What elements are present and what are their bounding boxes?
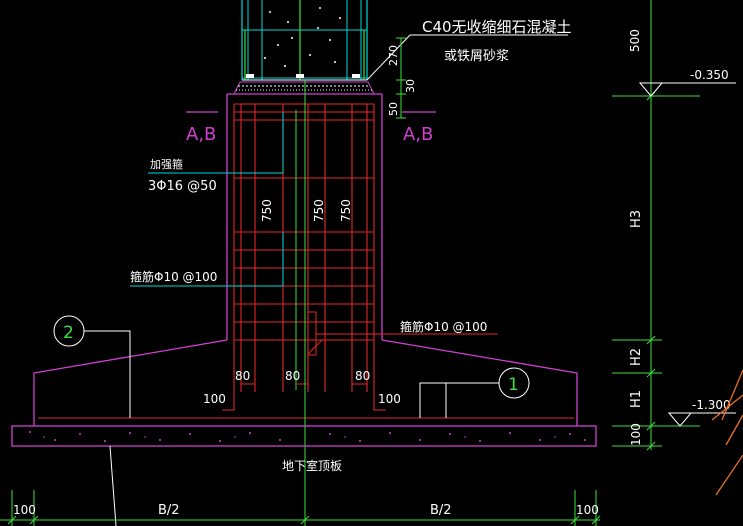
dim-750-b: 750 xyxy=(312,199,326,222)
side-dim-h1: H1 xyxy=(629,390,644,408)
bottom-dim-100-left: 100 xyxy=(13,503,36,517)
dim-80-c: 80 xyxy=(355,369,370,383)
elevation-bottom-label: -1.300 xyxy=(692,398,731,412)
concrete-note-line1: C40无收缩细石混凝土 xyxy=(422,18,572,36)
adjacent-drawing-lines xyxy=(711,369,743,496)
elevation-marker-bottom xyxy=(667,412,736,427)
side-dim-h2: H2 xyxy=(629,348,644,366)
concrete-note-line2: 或铁屑砂浆 xyxy=(444,49,509,64)
bottom-dim-b2-right: B/2 xyxy=(430,503,452,518)
dim-270: 270 xyxy=(387,45,400,66)
elevation-top-label: -0.350 xyxy=(690,68,729,82)
side-dim-500: 500 xyxy=(628,29,642,52)
dim-750-a: 750 xyxy=(260,199,274,222)
bottom-dim-b2-left: B/2 xyxy=(158,503,180,518)
bottom-dim-100-right: 100 xyxy=(576,503,599,517)
dim-50: 50 xyxy=(387,102,400,116)
rebar-cage xyxy=(38,103,574,419)
add-bars-spec: 3Φ16 @50 xyxy=(148,179,217,194)
callout-1-label: 1 xyxy=(508,375,519,395)
dim-30: 30 xyxy=(404,79,417,93)
add-bars-label: 加强箍 xyxy=(150,157,183,171)
grout-layer xyxy=(233,81,375,95)
base-slab xyxy=(11,425,597,447)
dim-750-c: 750 xyxy=(339,199,353,222)
dim-80-a: 80 xyxy=(235,369,250,383)
section-mark-left: A,B xyxy=(186,124,216,145)
dim-100-left: 100 xyxy=(203,392,226,406)
dim-80-b: 80 xyxy=(285,369,300,383)
slab-label: 地下室顶板 xyxy=(282,458,342,473)
section-mark-right: A,B xyxy=(403,124,433,145)
callout-2-label: 2 xyxy=(63,323,74,343)
dim-100-right: 100 xyxy=(378,392,401,406)
side-dim-h3: H3 xyxy=(629,210,644,228)
elevation-marker-top xyxy=(638,82,736,97)
column-stub xyxy=(241,0,368,81)
side-dim-100: 100 xyxy=(629,423,643,446)
stirrup-note-right: 箍筋Φ10 @100 xyxy=(400,319,487,334)
stirrup-note-left: 箍筋Φ10 @100 xyxy=(130,269,217,284)
